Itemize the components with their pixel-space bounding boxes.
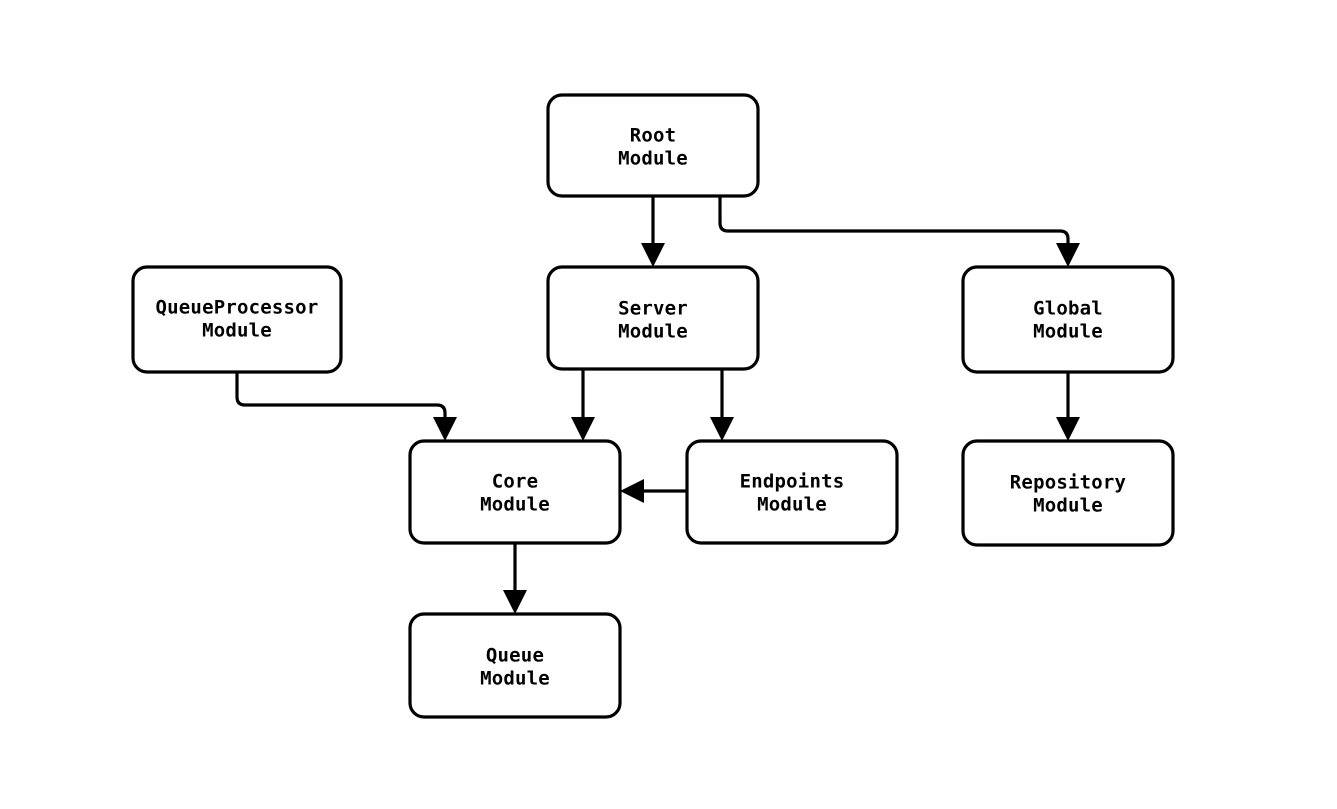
node-queueprocessor-module[interactable]: QueueProcessor Module: [131, 265, 343, 374]
edge-root-to-server: [641, 196, 665, 267]
node-label-line1: Server: [618, 298, 688, 320]
edge-layer: [235, 196, 1080, 614]
node-box[interactable]: [546, 265, 760, 371]
node-label-line1: Global: [1033, 298, 1103, 320]
node-label-line2: Module: [480, 668, 550, 690]
arrow-head-icon: [571, 417, 595, 441]
node-label-line2: Module: [202, 320, 272, 342]
node-label-line1: Queue: [486, 645, 544, 667]
edge-server-to-endpoints: [710, 369, 734, 441]
edge-endpoints-to-core: [620, 479, 687, 503]
arrow-head-icon: [503, 590, 527, 614]
node-box[interactable]: [408, 612, 622, 719]
edge-global-to-repository: [1056, 372, 1080, 441]
node-label-line2: Module: [757, 494, 827, 516]
node-repository-module[interactable]: Repository Module: [961, 439, 1175, 547]
node-box[interactable]: [685, 439, 899, 545]
edge-line: [235, 372, 447, 424]
node-label-line1: Repository: [1010, 472, 1126, 494]
node-label-line1: Endpoints: [740, 471, 845, 493]
arrow-head-icon: [641, 243, 665, 267]
arrow-head-icon: [433, 417, 457, 441]
node-label-line2: Module: [618, 148, 688, 170]
node-box[interactable]: [961, 439, 1175, 547]
edge-core-to-queue: [503, 543, 527, 614]
arrow-head-icon: [1056, 417, 1080, 441]
node-label-line2: Module: [618, 321, 688, 343]
arrow-head-icon: [620, 479, 644, 503]
node-endpoints-module[interactable]: Endpoints Module: [685, 439, 899, 545]
node-label-line2: Module: [1033, 495, 1103, 517]
node-queue-module[interactable]: Queue Module: [408, 612, 622, 719]
edge-root-to-global: [718, 196, 1080, 267]
node-root-module[interactable]: Root Module: [546, 93, 760, 198]
node-server-module[interactable]: Server Module: [546, 265, 760, 371]
arrow-head-icon: [710, 417, 734, 441]
edge-queueprocessor-to-core: [235, 372, 457, 441]
node-core-module[interactable]: Core Module: [408, 439, 622, 545]
edge-server-to-core: [571, 369, 595, 441]
node-label-line2: Module: [1033, 321, 1103, 343]
node-global-module[interactable]: Global Module: [961, 265, 1175, 374]
arrow-head-icon: [1056, 243, 1080, 267]
node-label-line1: QueueProcessor: [156, 297, 319, 319]
node-box[interactable]: [131, 265, 343, 374]
edge-line: [718, 196, 1070, 250]
node-label-line2: Module: [480, 494, 550, 516]
node-label-line1: Core: [492, 471, 539, 493]
node-box[interactable]: [408, 439, 622, 545]
node-box[interactable]: [961, 265, 1175, 374]
node-label-line1: Root: [630, 125, 677, 147]
node-layer: Root Module QueueProcessor Module Server…: [131, 93, 1175, 719]
node-box[interactable]: [546, 93, 760, 198]
